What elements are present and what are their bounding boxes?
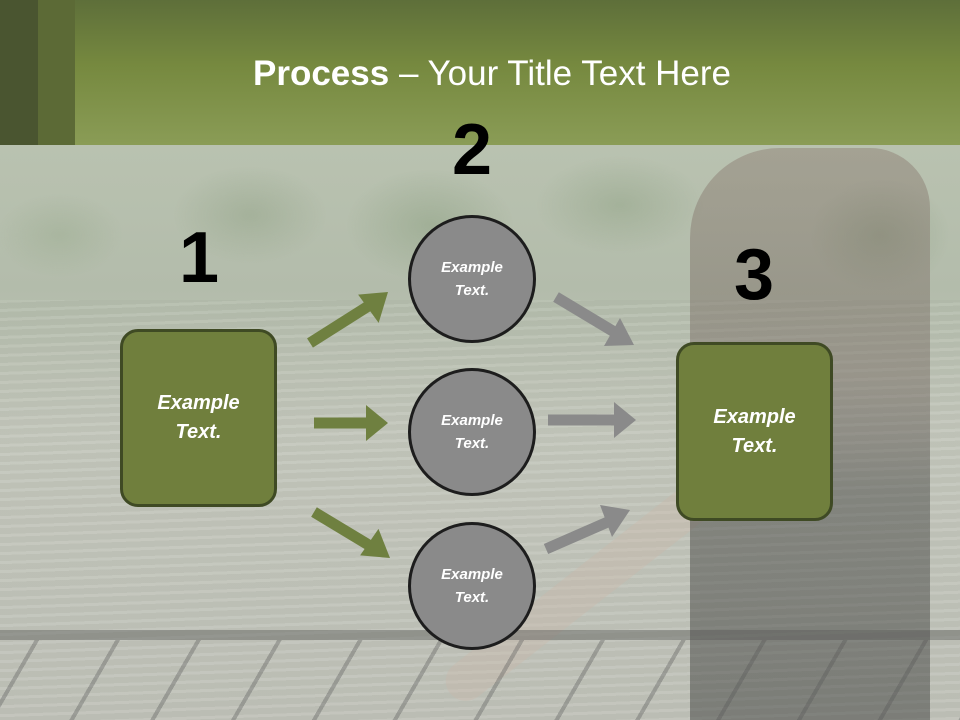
step-3-box: Example Text. (676, 342, 833, 521)
step-number-3: 3 (733, 235, 775, 315)
circle-middle-text: Example Text. (441, 412, 503, 452)
step-1-box: Example Text. (120, 329, 277, 507)
arrow-from-circle-middle (548, 402, 636, 438)
arrow-to-circle-bottom (311, 507, 390, 558)
title-bold: Process (253, 54, 390, 93)
step-number-2: 2 (451, 110, 493, 190)
circle-top-text: Example Text. (441, 259, 503, 299)
arrow-from-circle-top (553, 292, 634, 346)
arrow-to-circle-middle (314, 405, 388, 441)
background-fence (0, 640, 960, 720)
arrow-from-circle-bottom (543, 505, 630, 555)
title-separator: – (389, 54, 428, 93)
header-accent-dark (0, 0, 38, 145)
slide-title: Process – Your Title Text Here (0, 54, 960, 94)
arrow-to-circle-top (307, 292, 388, 348)
header-band: Process – Your Title Text Here (0, 0, 960, 145)
header-accent-mid (38, 0, 75, 145)
step-2-circle-middle: Example Text. (408, 368, 536, 496)
title-rest: Your Title Text Here (427, 54, 732, 93)
step-2-circle-top: Example Text. (408, 215, 536, 343)
step-number-1: 1 (178, 218, 220, 298)
step-1-text: Example Text. (157, 392, 240, 443)
circle-bottom-text: Example Text. (441, 566, 503, 606)
step-3-text: Example Text. (713, 405, 796, 457)
step-2-circle-bottom: Example Text. (408, 522, 536, 650)
